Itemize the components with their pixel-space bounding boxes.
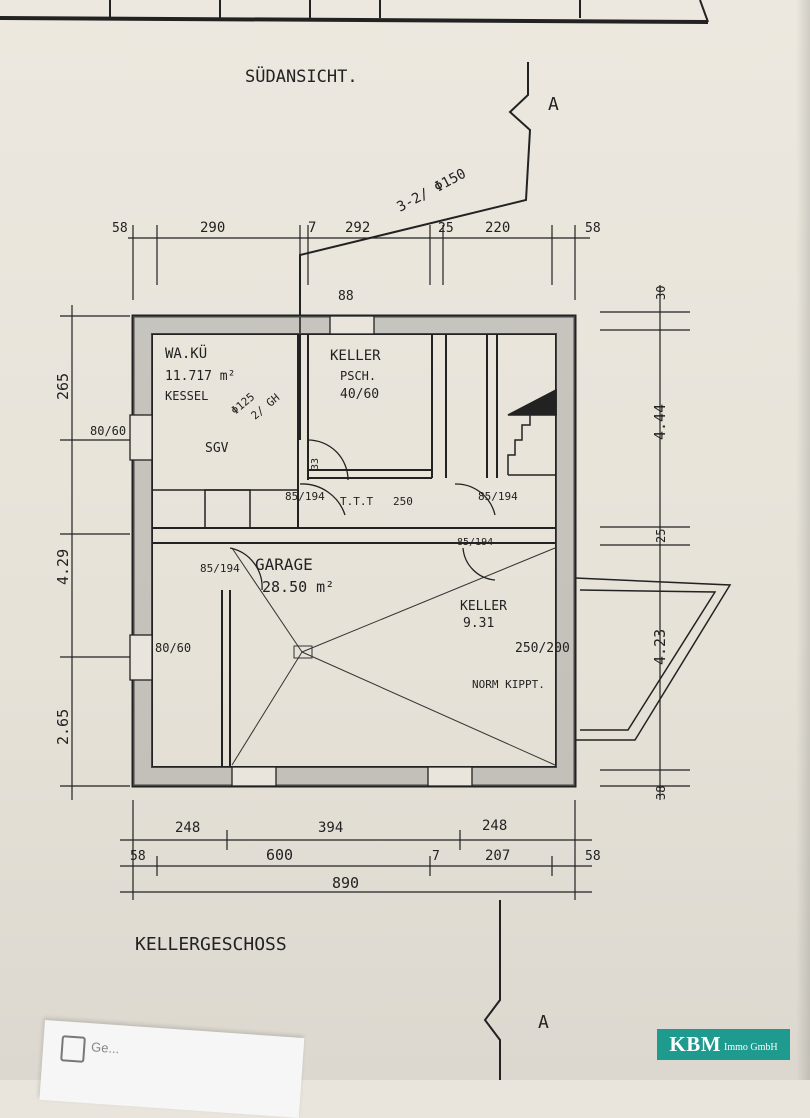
norm-label: NORM KIPPT. [472, 678, 545, 691]
door3-label: 85/194 [200, 562, 240, 575]
dim-top-5: 220 [485, 220, 510, 236]
room-keller-side-area: 9.31 [463, 616, 494, 631]
room-washroom-name: WA.KÜ [165, 344, 207, 362]
dim-top-2: 7 [308, 220, 316, 236]
dim-right-2: 25 [654, 529, 668, 543]
room-garage-name: GARAGE [255, 555, 313, 574]
room-keller-side-name: KELLER [460, 599, 507, 614]
dim-bottom-row1-0: 248 [175, 820, 200, 836]
windows [129, 315, 473, 787]
flue-label: 3-2/ Φ150 [394, 166, 468, 216]
section-line [299, 62, 532, 1080]
stair-fraction-label: 33 [310, 458, 321, 470]
dim-top-6: 58 [585, 221, 601, 236]
window-bottom-label: 80/60 [155, 641, 191, 655]
paper-edge-shadow [796, 0, 810, 1080]
porch [574, 577, 732, 741]
dim-bottom-row1-2: 248 [482, 818, 507, 834]
dim-top-1: 290 [200, 220, 225, 236]
overlapping-paper-card: Ge... [39, 1020, 305, 1118]
dim-left-0: 265 [54, 373, 72, 400]
paper-sheet [0, 0, 810, 1080]
dim-bottom-total: 890 [332, 874, 359, 892]
garage-door-label: 250/200 [515, 641, 570, 656]
dim-right-1: 4.44 [651, 404, 669, 440]
rise-label: 250 [393, 495, 413, 508]
door1-label: 85/194 [285, 490, 325, 503]
elevation-fragment [0, 0, 709, 24]
logo-brand: KBM [669, 1032, 722, 1056]
section-marker-bottom: A [538, 1012, 549, 1033]
staircase [507, 388, 557, 476]
top-dimension-line [128, 225, 590, 300]
logo-suffix: Immo GmbH [724, 1042, 778, 1053]
room-washroom-area: 11.717 m² [165, 369, 235, 384]
door4-label: 85/194 [457, 537, 493, 548]
window-top-label: 80/60 [90, 424, 126, 438]
dim-bottom-row2-2: 7 [432, 849, 440, 864]
card-text: Ge... [90, 1039, 120, 1057]
garage-ceiling-lines [231, 547, 556, 766]
dim-bottom-row2-3: 207 [485, 848, 510, 864]
floor-plan-drawing: SÜDANSICHT. A A 3-2/ Φ150 58 290 7 292 2… [0, 0, 732, 1080]
room-keller-top-size: 40/60 [340, 387, 379, 402]
door-swings [229, 439, 496, 591]
elevation-label: SÜDANSICHT. [245, 65, 358, 87]
dim-bottom-row1-1: 394 [318, 820, 343, 836]
room-washroom-extra: KESSEL [165, 389, 208, 403]
dim-bottom-row2-4: 58 [585, 849, 601, 864]
marker-88-top: 88 [338, 289, 354, 304]
section-marker-top: A [548, 94, 559, 115]
right-dimension-line [600, 285, 690, 800]
dim-top-3: 292 [345, 220, 370, 236]
pipe-label-2: 2/ GH [249, 391, 283, 422]
floor-label: KELLERGESCHOSS [135, 934, 287, 955]
left-dimension-line [60, 305, 130, 800]
room-keller-top-name: KELLER [330, 348, 381, 364]
dim-left-1: 4.29 [54, 549, 72, 585]
dim-right-0: 30 [654, 286, 668, 300]
room-garage-area: 28.50 m² [262, 578, 334, 596]
dim-bottom-row2-0: 58 [130, 849, 146, 864]
dim-top-4: 25 [438, 221, 454, 236]
bottom-dimension-lines [120, 800, 592, 900]
dim-right-3: 4.23 [651, 629, 669, 665]
room-keller-top-extra: PSCH. [340, 369, 376, 383]
tt-label: T.T.T [340, 495, 373, 508]
door2-label: 85/194 [478, 490, 518, 503]
dim-bottom-row2-1: 600 [266, 846, 293, 864]
document-icon [60, 1035, 86, 1063]
dim-right-4: 38 [654, 786, 668, 800]
dim-top-0: 58 [112, 221, 128, 236]
dim-left-2: 2.65 [54, 709, 72, 745]
sgv-label: SGV [205, 441, 229, 456]
kbm-watermark-logo: KBM Immo GmbH [657, 1029, 790, 1060]
